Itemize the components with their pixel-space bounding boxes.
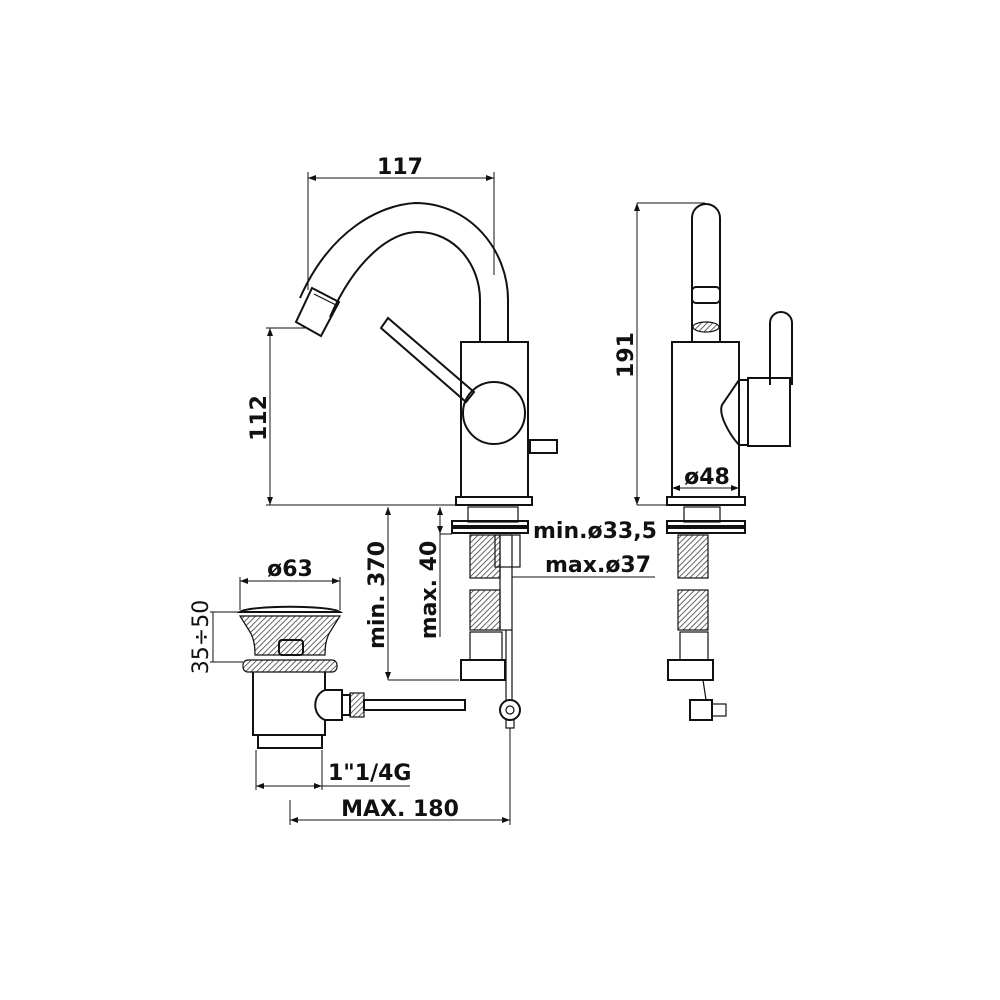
side-aerator-ring xyxy=(691,286,721,304)
dim-63: ø63 xyxy=(239,557,341,610)
dim-label-117: 117 xyxy=(377,155,423,180)
popup-knob xyxy=(529,439,558,454)
dim-thread: 1"1/4G xyxy=(255,750,411,790)
spout-inner xyxy=(329,230,481,342)
side-shank-hoses xyxy=(666,506,746,721)
drain-waste xyxy=(236,605,466,749)
dim-label-370: min. 370 xyxy=(365,541,390,649)
lever-handle xyxy=(379,316,476,404)
popup-pivot xyxy=(499,699,521,721)
handle-hub xyxy=(462,381,526,445)
drain-rod-nut xyxy=(349,692,365,718)
drain-nut xyxy=(242,659,338,673)
faucet-front-view xyxy=(294,201,558,506)
side-handle-cap xyxy=(747,377,791,447)
dim-label-63: ø63 xyxy=(267,557,313,582)
dim-48: ø48 xyxy=(672,465,739,491)
drain-thread xyxy=(257,734,323,749)
dim-label-thread: 1"1/4G xyxy=(328,761,411,786)
drain-rod xyxy=(363,699,466,711)
dim-label-112: 112 xyxy=(247,395,272,441)
dim-191: 191 xyxy=(614,202,705,506)
dim-label-48: ø48 xyxy=(684,465,730,490)
base-plate xyxy=(455,496,533,506)
drain-flange xyxy=(238,615,342,656)
dim-label-35-50: 35÷50 xyxy=(189,600,214,674)
side-lever xyxy=(769,311,793,385)
dim-label-max-hole: max.ø37 xyxy=(545,553,651,578)
body xyxy=(460,341,529,498)
front-shank-hoses xyxy=(451,506,529,729)
spout-nozzle xyxy=(294,286,341,338)
dim-label-max40: max. 40 xyxy=(417,541,442,640)
dim-370: min. 370 xyxy=(365,507,459,681)
dim-label-180: MAX. 180 xyxy=(341,797,459,822)
drain-cap xyxy=(236,605,344,613)
dim-117: 117 xyxy=(307,155,495,290)
dim-112: 112 xyxy=(247,327,456,506)
drain-body xyxy=(252,672,326,736)
side-base-plate xyxy=(666,496,746,506)
dim-label-min-hole: min.ø33,5 xyxy=(533,519,657,544)
side-aerator-mesh xyxy=(692,321,720,333)
dim-180: MAX. 180 xyxy=(289,728,511,825)
side-popup-clip xyxy=(689,699,713,721)
side-handle-hub xyxy=(720,379,749,446)
dim-label-191: 191 xyxy=(614,332,639,378)
spout-outer xyxy=(299,201,509,342)
side-spout xyxy=(691,203,721,342)
faucet-side-view xyxy=(666,203,793,506)
dim-max40: max. 40 xyxy=(417,507,452,639)
dim-35-50: 35÷50 xyxy=(189,600,243,674)
